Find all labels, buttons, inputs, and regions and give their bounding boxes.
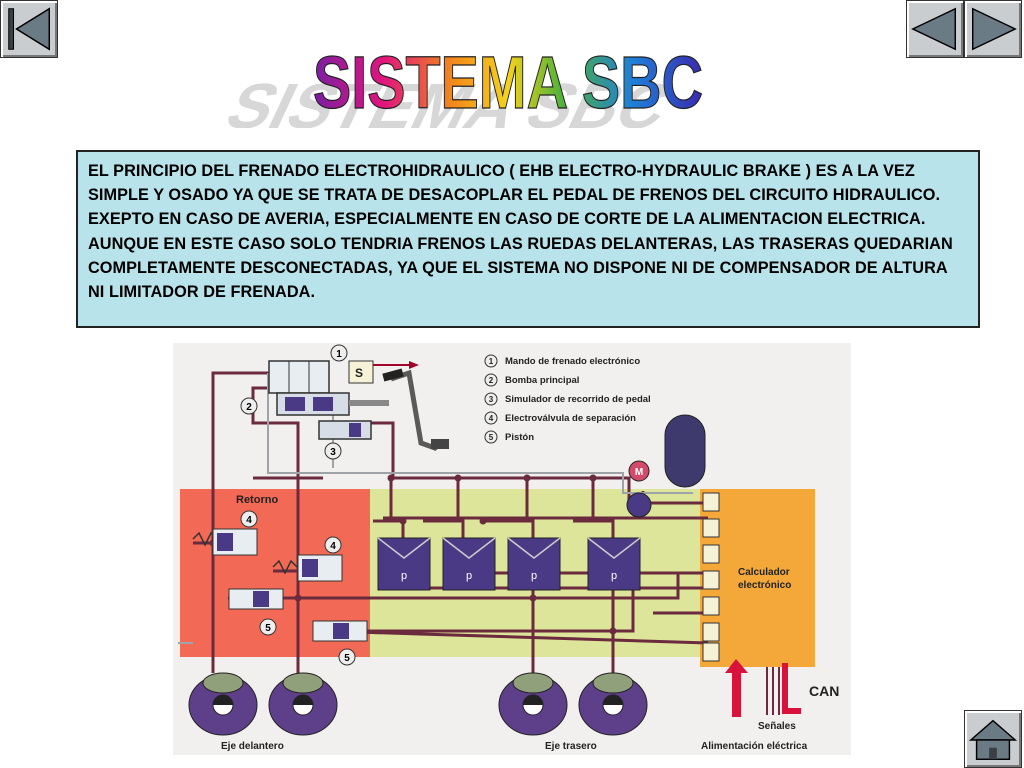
component-legend: 1 Mando de frenado electrónico 2 Bomba p… bbox=[484, 354, 651, 444]
front-axle-label: Eje delantero bbox=[221, 741, 284, 752]
home-icon bbox=[968, 719, 1018, 760]
next-slide-icon bbox=[972, 7, 1017, 51]
first-slide-button[interactable] bbox=[0, 0, 58, 58]
svg-text:p: p bbox=[466, 570, 472, 582]
legend-item: Electroválvula de separación bbox=[505, 413, 636, 424]
callouts: 1 2 3 4 4 5 5 bbox=[240, 344, 356, 666]
reservoir bbox=[268, 360, 330, 394]
svg-text:3: 3 bbox=[330, 447, 336, 458]
next-slide-button[interactable] bbox=[964, 0, 1022, 58]
svg-text:p: p bbox=[531, 570, 537, 582]
legend-item: Simulador de recorrido de pedal bbox=[505, 394, 651, 405]
sbc-diagram: Retorno bbox=[173, 343, 851, 755]
separation-valves bbox=[192, 528, 343, 582]
svg-text:p: p bbox=[401, 570, 407, 582]
pressure-sensors bbox=[702, 492, 720, 662]
svg-text:2: 2 bbox=[489, 376, 494, 385]
pistons bbox=[228, 588, 368, 642]
title-shadow: SISTEMA SBC bbox=[215, 71, 683, 128]
title-text: SISTEMA SBC bbox=[313, 41, 703, 124]
svg-text:p: p bbox=[611, 570, 617, 582]
svg-text:1: 1 bbox=[336, 349, 342, 360]
home-button[interactable] bbox=[964, 710, 1022, 768]
wheels bbox=[188, 672, 648, 736]
accumulator bbox=[664, 414, 706, 488]
prev-slide-icon bbox=[911, 7, 956, 51]
first-slide-icon bbox=[8, 7, 50, 51]
senales-label: Señales bbox=[758, 721, 796, 732]
svg-text:5: 5 bbox=[265, 623, 271, 634]
svg-text:4: 4 bbox=[489, 414, 494, 423]
retorno-label: Retorno bbox=[236, 494, 278, 506]
legend-item: Pistón bbox=[505, 432, 534, 443]
alimentacion-label: Alimentación eléctrica bbox=[701, 741, 808, 752]
svg-text:1: 1 bbox=[489, 357, 494, 366]
pedal-simulator bbox=[318, 420, 372, 440]
sensor-box bbox=[348, 360, 374, 384]
svg-text:3: 3 bbox=[489, 395, 494, 404]
can-label: CAN bbox=[809, 683, 839, 699]
legend-item: Bomba principal bbox=[505, 375, 579, 386]
description-box: EL PRINCIPIO DEL FRENADO ELECTROHIDRAULI… bbox=[76, 150, 980, 328]
svg-text:5: 5 bbox=[489, 433, 494, 442]
svg-text:4: 4 bbox=[330, 541, 336, 552]
ecu-label: Calculador bbox=[738, 567, 790, 578]
svg-text:2: 2 bbox=[246, 402, 252, 413]
rear-axle-label: Eje trasero bbox=[545, 741, 597, 752]
description-text: EL PRINCIPIO DEL FRENADO ELECTROHIDRAULI… bbox=[88, 162, 953, 302]
motor-icon bbox=[628, 460, 650, 482]
page-title: SISTEMA SBC SISTEMA SBC bbox=[215, 40, 704, 128]
ecu-label-2: electrónico bbox=[738, 580, 791, 591]
pump-motor bbox=[626, 492, 652, 518]
legend-item: Mando de frenado electrónico bbox=[505, 356, 640, 367]
pump-modules: p p p p bbox=[377, 537, 641, 591]
can-arrow bbox=[782, 663, 801, 714]
sensor-label: S bbox=[355, 366, 363, 380]
signal-lines bbox=[766, 667, 780, 715]
svg-text:5: 5 bbox=[344, 653, 350, 664]
svg-text:4: 4 bbox=[246, 515, 252, 526]
prev-slide-button[interactable] bbox=[906, 0, 964, 58]
motor-label: M bbox=[635, 467, 643, 478]
power-arrow bbox=[732, 671, 741, 717]
